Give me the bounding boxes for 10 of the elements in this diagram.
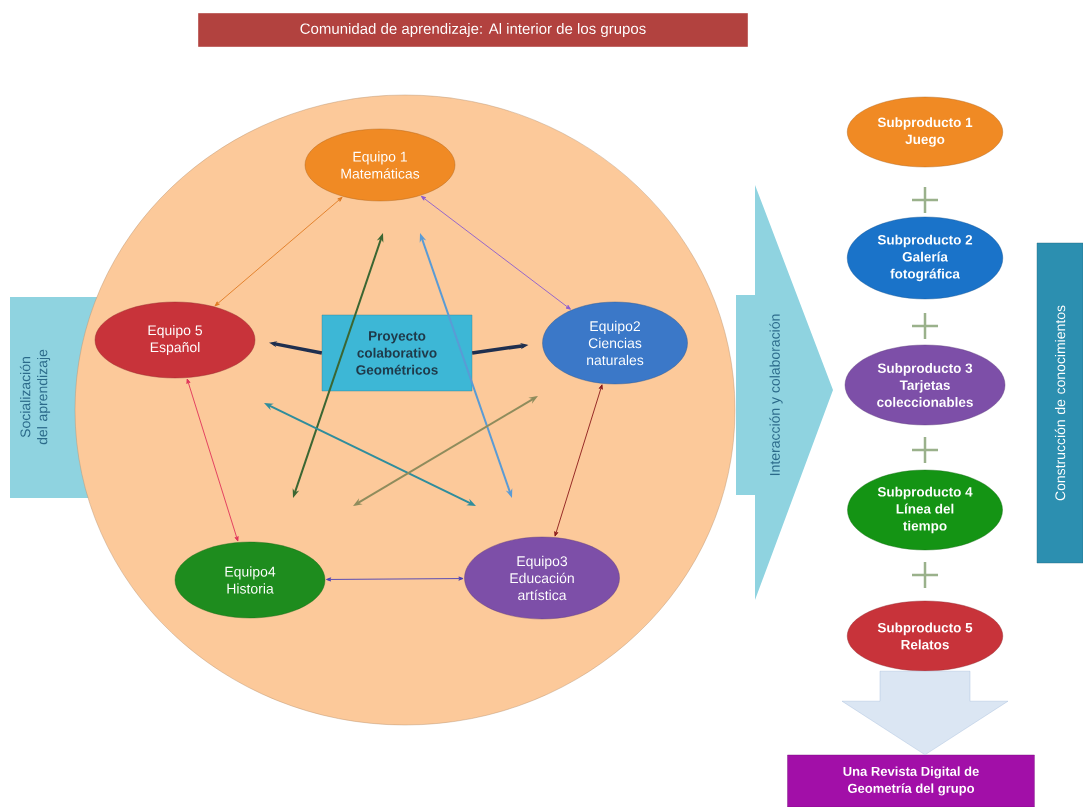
arrow bbox=[841, 671, 1009, 755]
result-box: Una Revista Digital de Geometría del grupo bbox=[787, 754, 1035, 807]
project-box: Proyecto colaborativo Geométricos bbox=[321, 314, 473, 392]
arrow bbox=[326, 576, 464, 582]
arrow bbox=[214, 196, 343, 307]
arrow bbox=[186, 378, 239, 542]
title-banner: Comunidad de aprendizaje: Al interior de los grupos bbox=[197, 12, 749, 48]
arrow bbox=[420, 195, 571, 310]
arrow bbox=[554, 384, 603, 537]
side-banner: Construcción de conocimientos bbox=[1036, 242, 1083, 564]
